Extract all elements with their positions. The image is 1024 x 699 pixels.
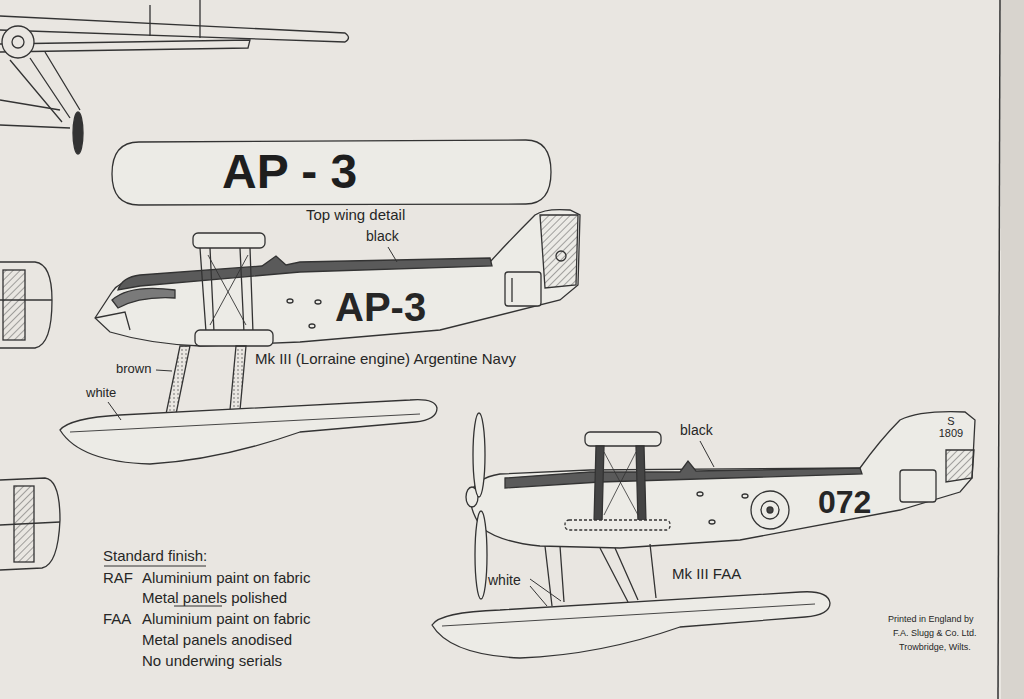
faa-seaplane xyxy=(442,604,815,626)
argentine-seaplane xyxy=(230,346,246,410)
note-service: FAA xyxy=(103,610,131,627)
fuselage-code: AP-3 xyxy=(335,284,426,330)
colour-callout: black xyxy=(680,422,713,438)
partial-biplane xyxy=(10,52,80,122)
argentine-seaplane xyxy=(540,215,578,288)
argentine-seaplane xyxy=(70,414,420,432)
argentine-seaplane xyxy=(193,233,265,248)
colour-callout: black xyxy=(366,228,399,244)
serial-number: S 1809 xyxy=(934,415,968,439)
argentine-seaplane xyxy=(309,324,315,328)
note-text: No underwing serials xyxy=(142,652,282,669)
faa-seaplane xyxy=(767,507,773,513)
argentine-seaplane xyxy=(511,278,512,302)
partial-views xyxy=(0,262,52,348)
partial-biplane xyxy=(0,100,70,128)
partial-biplane xyxy=(0,0,349,154)
faa-seaplane xyxy=(470,412,975,548)
sheet-margin xyxy=(1001,0,1024,699)
partial-biplane xyxy=(12,36,24,48)
printer-imprint: Trowbridge, Wilts. xyxy=(899,642,971,652)
argentine-seaplane xyxy=(118,256,492,290)
note-text: Metal panels polished xyxy=(142,589,287,606)
leader-lines xyxy=(108,402,121,420)
partial-views xyxy=(0,522,60,525)
argentine-seaplane xyxy=(208,255,248,325)
fuselage-code: 072 xyxy=(818,484,871,521)
leader-lines xyxy=(104,441,714,606)
faa-seaplane xyxy=(432,592,830,658)
faa-seaplane xyxy=(751,491,789,529)
partial-views xyxy=(3,270,25,340)
partial-views xyxy=(0,299,52,300)
caption-text: Top wing detail xyxy=(306,206,405,223)
leader-lines xyxy=(700,441,714,467)
leader-lines xyxy=(104,566,206,567)
argentine-seaplane xyxy=(195,330,273,346)
faa-seaplane xyxy=(604,452,638,515)
note-text: Aluminium paint on fabric xyxy=(142,610,310,627)
partial-biplane xyxy=(73,112,83,154)
faa-seaplane xyxy=(742,494,748,498)
argentine-seaplane xyxy=(200,248,253,333)
argentine-seaplane xyxy=(315,300,321,304)
faa-seaplane xyxy=(565,520,670,530)
colour-callout: white xyxy=(86,386,116,401)
printer-imprint: F.A. Slugg & Co. Ltd. xyxy=(893,628,977,638)
argentine-seaplane xyxy=(287,299,293,303)
leader-lines xyxy=(530,579,561,601)
wing-outline xyxy=(112,140,551,205)
argentine-seaplane xyxy=(60,400,437,464)
wing-code: AP - 3 xyxy=(222,148,357,196)
argentine-seaplane xyxy=(556,251,566,261)
partial-biplane xyxy=(0,16,349,42)
note-service: RAF xyxy=(103,569,133,586)
argentine-seaplane xyxy=(112,288,175,308)
sheet-margin xyxy=(998,0,1000,699)
argentine-seaplane xyxy=(95,312,130,330)
partial-biplane xyxy=(2,26,34,58)
faa-seaplane xyxy=(594,446,604,522)
faa-seaplane xyxy=(545,544,656,606)
aircraft-caption: Mk III FAA xyxy=(672,565,741,582)
note-heading: Standard finish: xyxy=(103,547,207,564)
faa-seaplane xyxy=(761,501,779,519)
wing-plan: AP - 3 xyxy=(110,138,553,206)
leader-lines xyxy=(388,247,397,262)
partial-biplane xyxy=(150,0,200,38)
faa-seaplane xyxy=(636,446,646,522)
faa-seaplane xyxy=(475,511,487,599)
note-text: Aluminium paint on fabric xyxy=(142,569,310,586)
argentine-seaplane xyxy=(166,346,190,414)
sheet-margin xyxy=(998,0,1024,699)
partial-biplane xyxy=(0,40,250,52)
argentine-seaplane xyxy=(505,272,541,306)
argentine-seaplane xyxy=(95,210,580,346)
note-text: Metal panels anodised xyxy=(142,631,292,648)
faa-seaplane xyxy=(709,520,715,524)
faa-seaplane xyxy=(946,450,974,482)
argentine-seaplane xyxy=(60,210,580,464)
faa-seaplane xyxy=(585,432,661,446)
leader-lines xyxy=(156,370,172,371)
leader-lines xyxy=(108,247,397,420)
aircraft-caption: Mk III (Lorraine engine) Argentine Navy xyxy=(255,350,516,367)
colour-callout: white xyxy=(488,572,521,588)
faa-seaplane xyxy=(473,413,485,497)
partial-views xyxy=(0,478,60,570)
partial-views xyxy=(0,262,60,570)
printer-imprint: Printed in England by xyxy=(888,614,974,624)
faa-seaplane xyxy=(900,470,936,502)
faa-seaplane xyxy=(505,461,862,488)
faa-seaplane xyxy=(432,412,975,658)
colour-callout: brown xyxy=(116,362,151,377)
faa-seaplane xyxy=(697,492,703,496)
